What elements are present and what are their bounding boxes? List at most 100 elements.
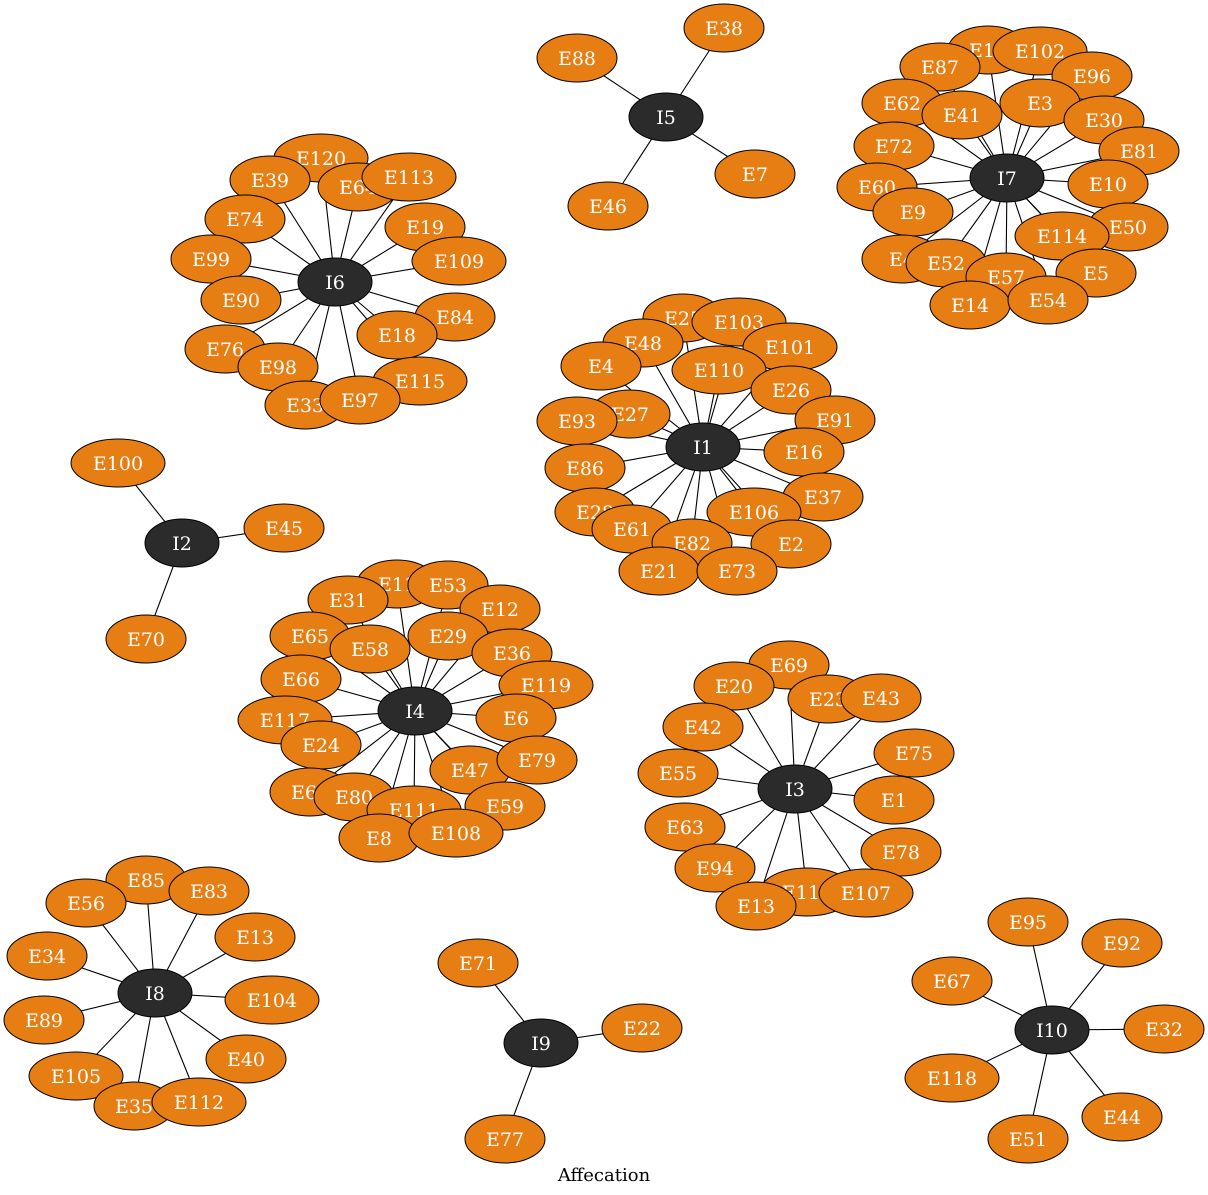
node-ellipse	[757, 764, 833, 814]
node-label: E62	[883, 93, 921, 115]
member-node-e40-of-i8: E40	[205, 1034, 287, 1084]
node-ellipse	[361, 152, 457, 202]
node-label: E72	[875, 136, 913, 158]
member-node-e32-of-i10: E32	[1123, 1004, 1205, 1054]
node-ellipse	[715, 881, 797, 931]
node-label: E40	[227, 1049, 265, 1071]
node-label: E114	[1037, 226, 1087, 248]
node-label: E10	[1089, 174, 1127, 196]
node-label: I9	[531, 1033, 551, 1055]
node-label: E19	[406, 217, 444, 239]
node-ellipse	[662, 702, 744, 752]
member-node-e13-of-i3: E13	[715, 881, 797, 931]
node-label: E55	[659, 763, 697, 785]
node-ellipse	[987, 897, 1069, 947]
node-label: E96	[1073, 66, 1111, 88]
node-label: E3	[1027, 93, 1053, 115]
node-ellipse	[170, 234, 252, 284]
node-ellipse	[214, 912, 296, 962]
node-label: E34	[28, 946, 66, 968]
node-label: E39	[251, 170, 289, 192]
node-label: E105	[51, 1066, 101, 1088]
member-node-e4-of-i1: E4	[560, 341, 642, 391]
node-label: E6	[503, 708, 529, 730]
node-ellipse	[873, 728, 955, 778]
node-label: E110	[694, 360, 744, 382]
node-label: E61	[613, 519, 651, 541]
member-node-e10-of-i7: E10	[1067, 159, 1149, 209]
node-label: E27	[611, 404, 649, 426]
node-ellipse	[840, 673, 922, 723]
member-node-e99-of-i6: E99	[170, 234, 252, 284]
hub-node-i4: I4	[377, 686, 453, 736]
member-node-e86-of-i1: E86	[544, 443, 626, 493]
member-node-e9-of-i7: E9	[872, 187, 954, 237]
node-ellipse	[6, 931, 88, 981]
node-label: E108	[431, 823, 481, 845]
node-label: E67	[933, 971, 971, 993]
node-label: E56	[67, 893, 105, 915]
node-ellipse	[1014, 1005, 1090, 1055]
node-label: I10	[1036, 1020, 1068, 1042]
member-node-e74-of-i6: E74	[204, 194, 286, 244]
node-label: E52	[927, 253, 965, 275]
member-node-e88-of-i5: E88	[536, 33, 618, 83]
node-label: E24	[302, 735, 340, 757]
node-ellipse	[1123, 1004, 1205, 1054]
member-node-e70-of-i2: E70	[105, 614, 187, 664]
node-label: E35	[115, 1096, 153, 1118]
node-ellipse	[70, 438, 166, 488]
node-ellipse	[319, 375, 401, 425]
node-ellipse	[408, 808, 504, 858]
node-ellipse	[496, 735, 578, 785]
node-label: E100	[93, 453, 143, 475]
node-label: E104	[247, 990, 297, 1012]
hub-node-i9: I9	[503, 1018, 579, 1068]
member-node-e55-of-i3: E55	[637, 748, 719, 798]
node-ellipse	[560, 341, 642, 391]
node-label: E98	[259, 357, 297, 379]
node-ellipse	[151, 1077, 247, 1127]
node-label: E102	[1015, 41, 1065, 63]
node-label: E75	[895, 743, 933, 765]
node-label: E13	[236, 927, 274, 949]
node-ellipse	[3, 995, 85, 1045]
node-label: E42	[684, 717, 722, 739]
node-label: E106	[729, 502, 779, 524]
node-label: E115	[395, 371, 445, 393]
node-label: E77	[486, 1129, 524, 1151]
node-ellipse	[377, 686, 453, 736]
node-ellipse	[904, 1053, 1000, 1103]
member-node-e45-of-i2: E45	[243, 503, 325, 553]
member-node-e18-of-i6: E18	[356, 310, 438, 360]
node-label: E38	[705, 18, 743, 40]
hub-node-i2: I2	[144, 518, 220, 568]
node-label: E63	[666, 817, 704, 839]
node-ellipse	[714, 149, 796, 199]
node-label: E58	[351, 639, 389, 661]
node-ellipse	[693, 661, 775, 711]
member-node-e83-of-i8: E83	[168, 866, 250, 916]
node-ellipse	[28, 1051, 124, 1101]
hub-node-i7: I7	[969, 153, 1045, 203]
member-node-e89-of-i8: E89	[3, 995, 85, 1045]
node-label: E9	[900, 202, 926, 224]
node-ellipse	[307, 575, 389, 625]
node-label: E57	[987, 267, 1025, 289]
member-node-e42-of-i3: E42	[662, 702, 744, 752]
member-node-e58-of-i4: E58	[329, 624, 411, 674]
member-node-e54-of-i7: E54	[1007, 275, 1089, 325]
hub-node-i3: I3	[757, 764, 833, 814]
node-label: E12	[481, 599, 519, 621]
node-label: E70	[127, 629, 165, 651]
node-label: E85	[127, 870, 165, 892]
node-label: E71	[459, 953, 497, 975]
member-node-e92-of-i10: E92	[1081, 918, 1163, 968]
member-node-e67-of-i10: E67	[911, 956, 993, 1006]
